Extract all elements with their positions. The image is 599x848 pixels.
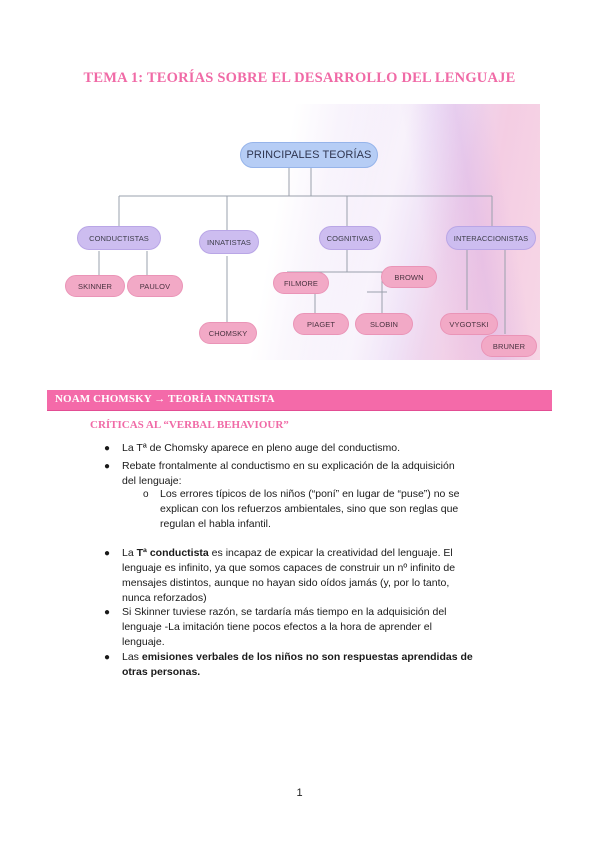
bullet-icon: ● bbox=[104, 461, 111, 472]
node-chomsky: CHOMSKY bbox=[199, 322, 257, 344]
list-item: ● Las emisiones verbales de los niños no… bbox=[104, 651, 473, 678]
bullet-icon: ● bbox=[104, 548, 111, 559]
circle-bullet-icon: o bbox=[143, 489, 149, 500]
node-piaget: PIAGET bbox=[293, 313, 349, 335]
section-heading-bar: NOAM CHOMSKY → TEORÍA INNATISTA bbox=[47, 390, 552, 411]
sub-list-item: o Los errores típicos de los niños (“pon… bbox=[143, 488, 460, 530]
list-item: ● La Tª conductista es incapaz de expica… bbox=[104, 547, 456, 604]
bullet-icon: ● bbox=[104, 443, 111, 454]
node-vygotski: VYGOTSKI bbox=[440, 313, 498, 335]
node-brown: BROWN bbox=[381, 266, 437, 288]
node-cognitivas: COGNITIVAS bbox=[319, 226, 381, 250]
node-skinner: SKINNER bbox=[65, 275, 125, 297]
node-filmore: FILMORE bbox=[273, 272, 329, 294]
node-paulov: PAULOV bbox=[127, 275, 183, 297]
list-item: ● Rebate frontalmente al conductismo en … bbox=[104, 460, 455, 487]
node-principales-teorias: PRINCIPALES TEORÍAS bbox=[240, 142, 378, 168]
page-number: 1 bbox=[296, 787, 303, 799]
section-subtitle: CRÍTICAS AL “VERBAL BEHAVIOUR” bbox=[90, 419, 289, 431]
node-interaccionistas: INTERACCIONISTAS bbox=[446, 226, 536, 250]
node-slobin: SLOBIN bbox=[355, 313, 413, 335]
node-conductistas: CONDUCTISTAS bbox=[77, 226, 161, 250]
node-bruner: BRUNER bbox=[481, 335, 537, 357]
theories-diagram: PRINCIPALES TEORÍAS CONDUCTISTAS INNATIS… bbox=[47, 104, 540, 360]
list-item: ● La Tª de Chomsky aparece en pleno auge… bbox=[104, 442, 401, 454]
bullet-icon: ● bbox=[104, 652, 111, 663]
list-item: ● Si Skinner tuviese razón, se tardaría … bbox=[104, 606, 447, 648]
section-heading: NOAM CHOMSKY → TEORÍA INNATISTA bbox=[55, 393, 275, 405]
page-title: TEMA 1: TEORÍAS SOBRE EL DESARROLLO DEL … bbox=[83, 70, 516, 86]
node-innatistas: INNATISTAS bbox=[199, 230, 259, 254]
bullet-icon: ● bbox=[104, 607, 111, 618]
